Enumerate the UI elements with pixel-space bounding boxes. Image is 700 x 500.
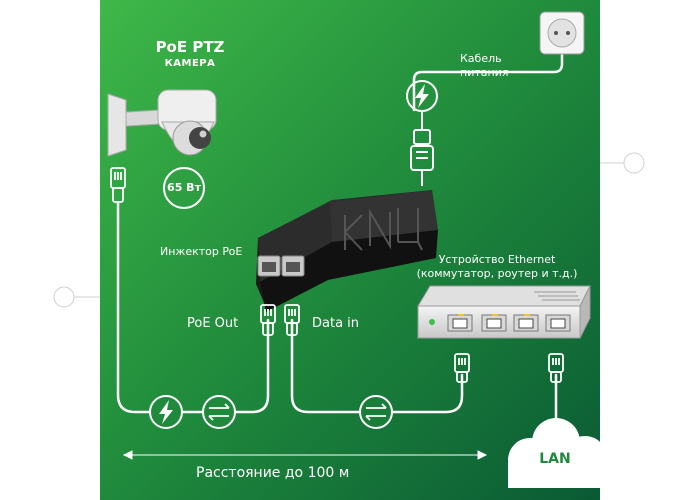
data-in-rj45-connector [284, 304, 300, 336]
camera-rj45-connector [110, 167, 126, 203]
camera-title: PoE PTZ [155, 38, 225, 56]
data-in-label: Data in [312, 316, 360, 331]
switch-lan-rj45-connector [548, 353, 564, 383]
lan-label: LAN [539, 451, 571, 467]
left-decor-line [53, 286, 100, 308]
power-connector-icon [410, 129, 434, 186]
switch-data-rj45-connector [454, 353, 470, 383]
injector-watermark [344, 208, 423, 251]
poe-out-label: PoE Out [187, 316, 239, 331]
camera-to-poe-out-cable [116, 201, 270, 414]
injector-rj45-ports [257, 255, 305, 277]
lan-cloud-icon [508, 418, 608, 488]
power-cable [412, 53, 564, 112]
power-cable-label-line1: Кабель [460, 52, 502, 65]
power-cable-label-line2: питания [460, 66, 509, 79]
ethernet-device-label-line2: (коммутатор, роутер и т.д.) [416, 267, 578, 280]
cable-power-bolt-icon [149, 395, 183, 429]
ethernet-device-label-line1: Устройство Ethernet [438, 253, 556, 266]
distance-label: Расстояние до 100 м [196, 465, 350, 481]
camera-subtitle: КАМЕРА [164, 58, 216, 69]
power-badge-label: 65 Вт [167, 181, 201, 194]
wall-socket-icon [539, 11, 585, 55]
injector-label: Инжектор PoE [160, 245, 243, 258]
poe-out-rj45-connector [260, 304, 276, 336]
distance-arrow [122, 450, 488, 460]
ethernet-switch-device [417, 285, 591, 339]
poe-injector-device [256, 190, 438, 312]
ptz-camera-icon [107, 89, 217, 157]
right-decor-line [600, 152, 645, 174]
power-badge-circle [163, 167, 205, 209]
cable-data-arrows-icon [202, 395, 236, 429]
data-cable-arrows-icon [359, 395, 393, 429]
